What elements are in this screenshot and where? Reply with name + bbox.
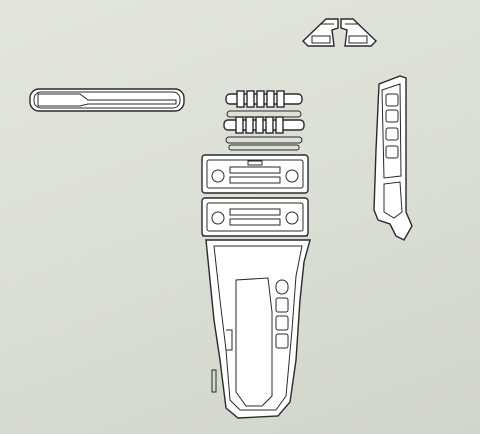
vent-button-row-lower: [223, 116, 305, 151]
steering-wheel-trim-right: [340, 18, 378, 47]
steering-wheel-trim-left: [301, 18, 339, 47]
center-console-shifter-trim: [205, 239, 311, 419]
radio-control-panel: [201, 197, 309, 237]
climate-control-panel: [201, 154, 309, 194]
dashboard-trim-strip: [29, 88, 185, 112]
vent-button-row-upper: [225, 90, 303, 118]
door-window-switch-panel: [373, 75, 413, 241]
